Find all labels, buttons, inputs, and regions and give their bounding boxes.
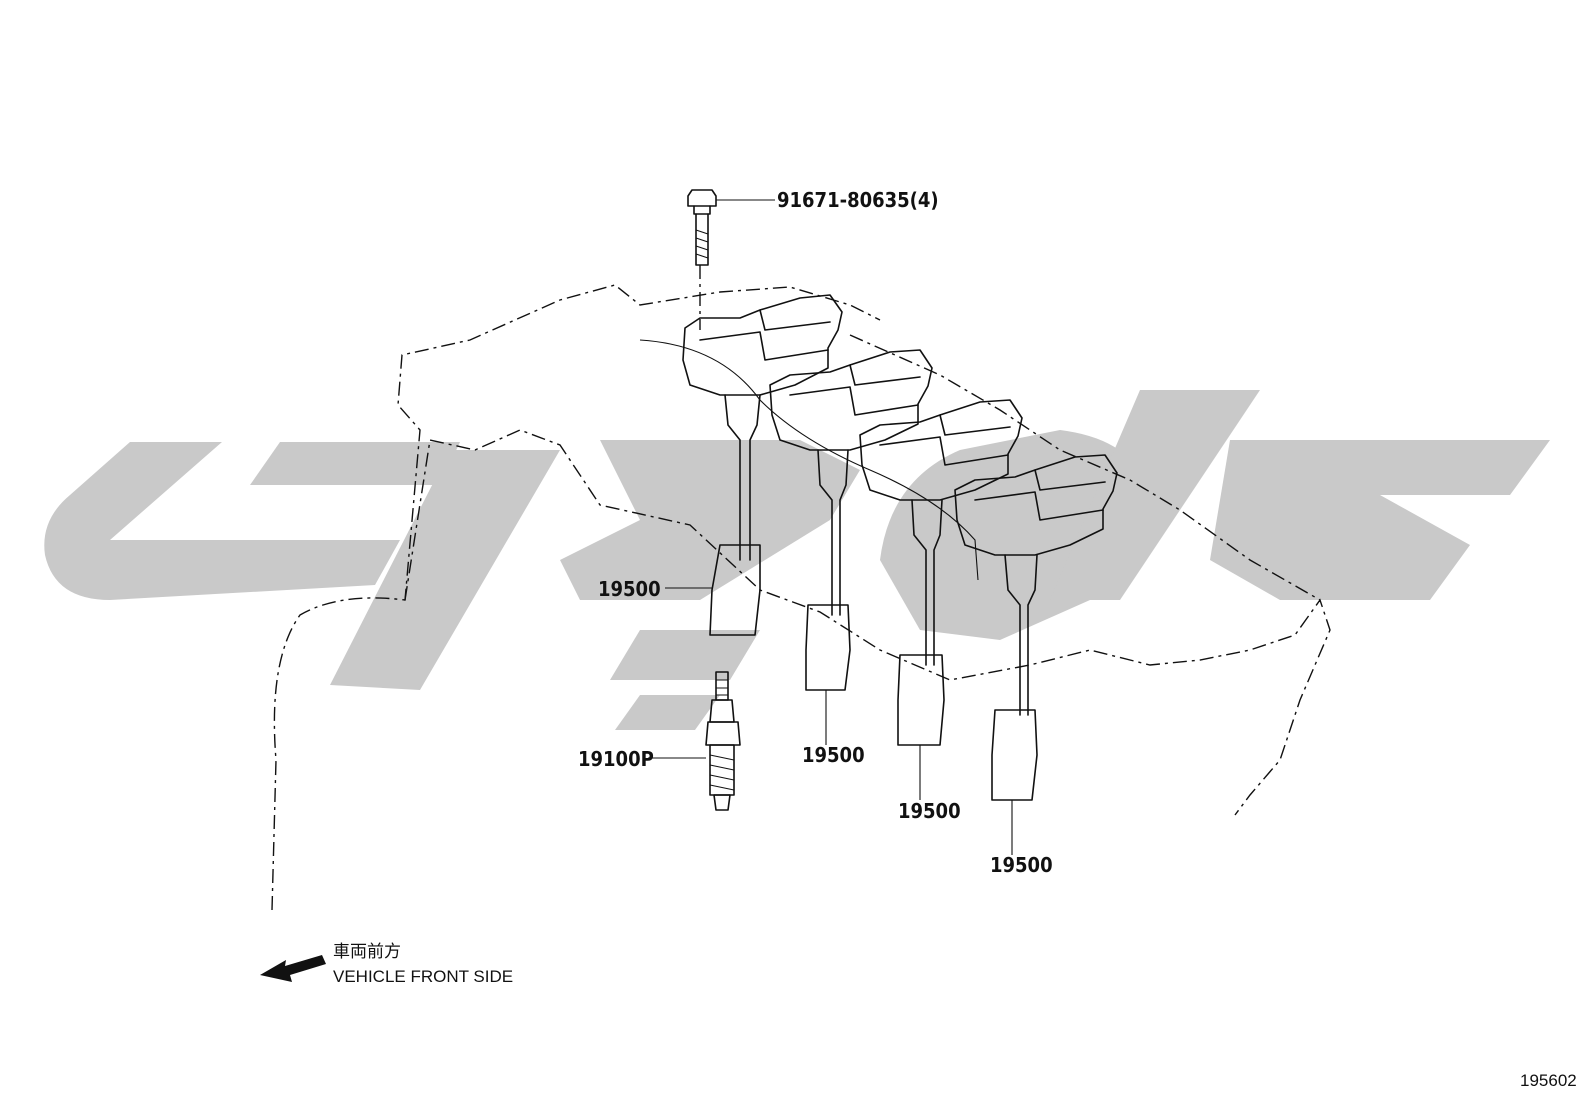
front-direction-arrow-icon (260, 955, 326, 982)
engine-outline (271, 265, 1331, 911)
figure-id: 195602 (1520, 1071, 1577, 1090)
direction-note-jp: 車両前方 (333, 942, 401, 961)
label-coil-2: 19500 (802, 743, 865, 767)
label-bolt: 91671-80635(4) (777, 188, 939, 212)
harness-wire (639, 339, 979, 581)
ignition-coil-2 (769, 349, 933, 745)
bolt-part (687, 189, 775, 266)
spark-plug-part (648, 671, 741, 811)
label-coil-1: 19500 (598, 577, 661, 601)
ignition-coil-1 (665, 294, 843, 636)
ignition-coil-3 (859, 399, 1023, 800)
ignition-coil-4 (954, 454, 1118, 855)
direction-note-en: VEHICLE FRONT SIDE (333, 967, 513, 986)
label-coil-3: 19500 (898, 799, 961, 823)
watermark-logo (44, 390, 1550, 730)
label-coil-4: 19500 (990, 853, 1053, 877)
label-spark-plug: 19100P (578, 747, 654, 771)
